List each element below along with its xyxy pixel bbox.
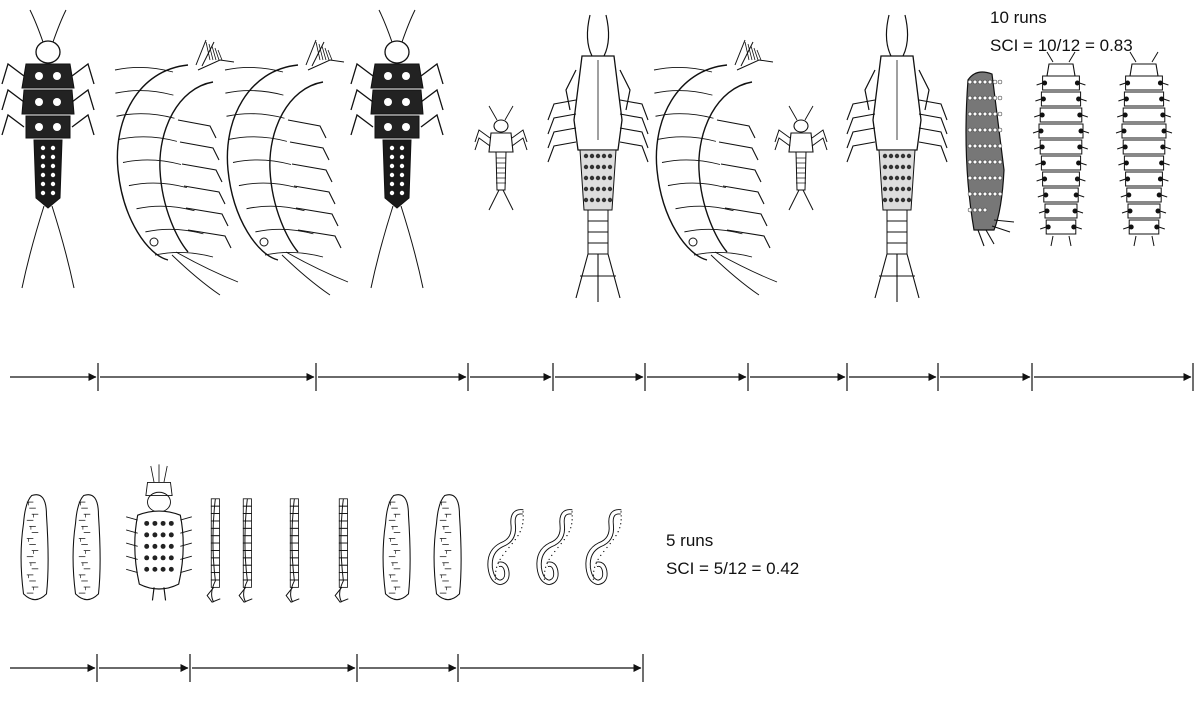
sequence-1-organism-amphipod (654, 40, 777, 295)
sequence-1-organism-stonefly-nymph (351, 10, 443, 288)
sequence-1-organism-amphipod (115, 40, 238, 295)
sequence-2-organism-leech (21, 495, 48, 600)
sequence-1-organism-mayfly-nymph-small (775, 106, 827, 210)
sequence-1-sci-label: SCI = 10/12 = 0.83 (990, 32, 1133, 59)
sequence-1-organism-caddisfly-case (966, 72, 1014, 246)
sequence-2-organism-midge-larva (207, 499, 220, 602)
sequence-2-organism-tubifex-worm (588, 511, 622, 582)
sequence-2-organism-midge-larva (335, 499, 348, 602)
sequence-2-runs-label: 5 runs (666, 527, 713, 554)
sequence-2-organism-tubifex-worm (490, 511, 524, 582)
sequence-1-organism-crayfish (847, 15, 947, 302)
sequence-1-organism-mayfly-nymph-small (475, 106, 527, 210)
sequence-2-organism-leech (383, 495, 410, 600)
sequence-1-organism-amphipod (225, 40, 348, 295)
sequence-2-run-arrows (10, 654, 643, 682)
sequence-2-organism-midge-larva (286, 499, 299, 602)
sequence-2-sci-label: SCI = 5/12 = 0.42 (666, 555, 799, 582)
sequence-1-runs-label: 10 runs (990, 4, 1047, 31)
sequence-1-organism-beetle-larva (1033, 52, 1089, 246)
sequence-2-organism-midge-larva (239, 499, 252, 602)
sequence-1-run-arrows (10, 363, 1193, 391)
sequence-2-organism-water-beetle (126, 464, 192, 600)
sequence-1-organism-crayfish (548, 15, 648, 302)
sequence-2-organism-tubifex-worm (539, 511, 573, 582)
sequence-1-organism-beetle-larva (1116, 52, 1172, 246)
sequence-1-organism-stonefly-nymph (2, 10, 94, 288)
sequence-2-organism-leech (434, 495, 461, 600)
sequence-2-organisms (21, 464, 622, 602)
sequence-2-organism-leech (73, 495, 100, 600)
